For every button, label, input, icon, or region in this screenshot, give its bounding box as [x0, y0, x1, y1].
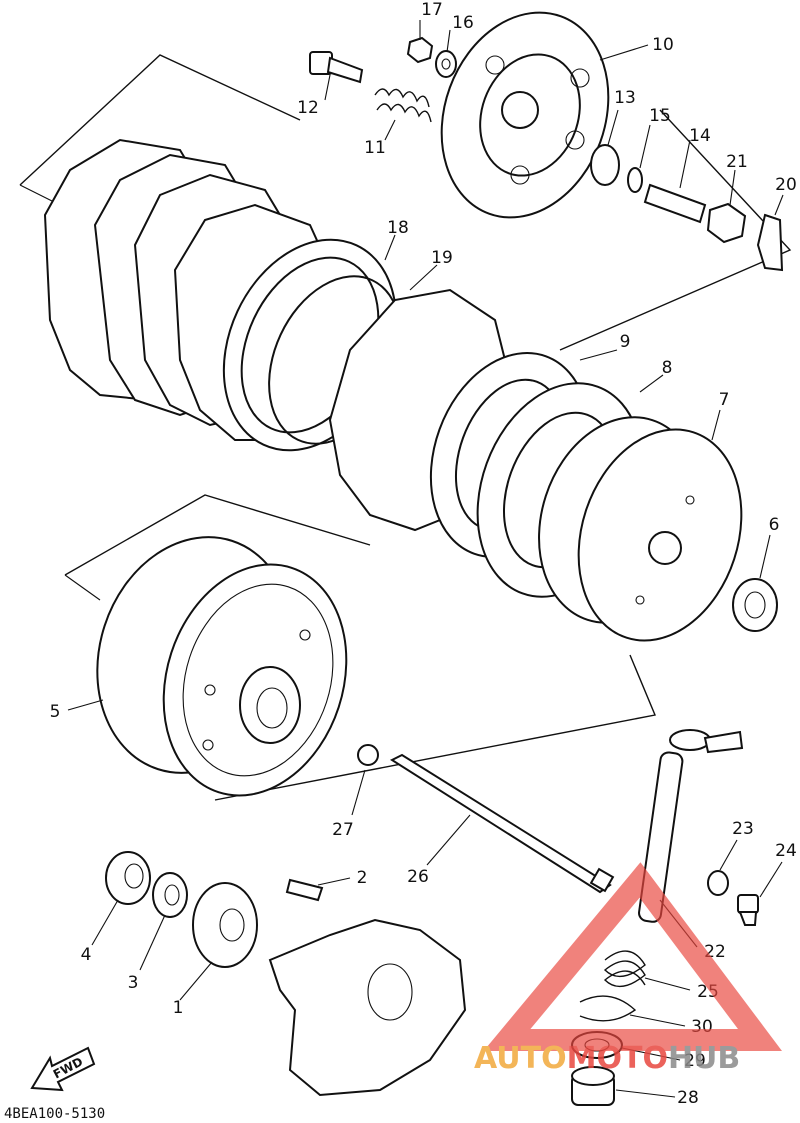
- svg-text:AUTOMOTOHUB: AUTOMOTOHUB: [474, 1041, 740, 1076]
- watermark-text-auto: AUTO: [474, 1041, 567, 1076]
- diagram-code: 4BEA100-5130: [4, 1106, 105, 1122]
- part-17-nut: [406, 36, 434, 64]
- part-23-washer: [707, 870, 729, 896]
- part-15-o-ring: [627, 167, 643, 193]
- callout-28: 28: [677, 1088, 699, 1108]
- part-30-circlip: [579, 995, 637, 1022]
- part-28-bushing: [571, 1066, 615, 1106]
- part-3-washer: [152, 872, 188, 918]
- callout-23: 23: [732, 819, 754, 839]
- part-12-bolt: [309, 51, 364, 84]
- part-21-nut: [706, 202, 747, 244]
- watermark-triangle: [483, 862, 782, 1051]
- part-2-key: [285, 878, 324, 902]
- callout-4: 4: [81, 945, 92, 965]
- callout-27: 27: [332, 820, 354, 840]
- part-5-clutch-housing: [96, 536, 348, 797]
- callout-10: 10: [652, 35, 674, 55]
- callout-13: 13: [614, 88, 636, 108]
- part-16-washer: [435, 50, 457, 78]
- callout-18: 18: [387, 218, 409, 238]
- callout-29: 29: [684, 1051, 706, 1071]
- callout-17: 17: [421, 0, 443, 20]
- callout-11: 11: [364, 138, 386, 158]
- callout-6: 6: [769, 515, 780, 535]
- part-6-lock-washer: [732, 578, 778, 632]
- part-14-push-rod: [643, 183, 707, 224]
- callout-9: 9: [620, 332, 631, 352]
- callout-1: 1: [173, 998, 184, 1018]
- part-11-spring: [374, 88, 432, 123]
- part-25-spring: [603, 950, 646, 988]
- callout-20: 20: [775, 175, 797, 195]
- callout-3: 3: [128, 973, 139, 993]
- callout-21: 21: [726, 152, 748, 172]
- callout-7: 7: [719, 390, 730, 410]
- crankcase-silhouette: [268, 918, 467, 1097]
- part-1-gear: [192, 882, 258, 968]
- watermark-text-hub: HUB: [668, 1041, 740, 1076]
- part-7-clutch-boss: [538, 416, 743, 642]
- callout-26: 26: [407, 867, 429, 887]
- part-4-bushing: [105, 851, 151, 905]
- lower-assembly-frame: [64, 494, 656, 801]
- callout-24: 24: [775, 841, 797, 861]
- callout-2: 2: [357, 868, 368, 888]
- fwd-arrow: FWD: [30, 1046, 96, 1092]
- part-26-push-rod: [389, 753, 615, 894]
- part-24-bolt: [737, 894, 759, 926]
- callout-14: 14: [689, 126, 711, 146]
- part-13-washer: [590, 144, 620, 186]
- part-27-ball: [357, 744, 379, 766]
- callout-5: 5: [50, 702, 61, 722]
- part-20-lock-washer: [756, 213, 784, 272]
- leader-lines: [67, 20, 784, 1098]
- callout-12: 12: [297, 98, 319, 118]
- watermark-text-moto: MOTO: [567, 1041, 668, 1076]
- callout-16: 16: [452, 13, 474, 33]
- part-10-pressure-plate: [440, 11, 610, 219]
- watermark-logo: AUTOMOTOHUB: [474, 862, 782, 1076]
- callout-labels: 17 16 10 12 11 13 15 14 21 20 18 19 9 8 …: [50, 0, 797, 1108]
- callout-8: 8: [662, 358, 673, 378]
- callout-19: 19: [431, 248, 453, 268]
- callout-15: 15: [649, 106, 671, 126]
